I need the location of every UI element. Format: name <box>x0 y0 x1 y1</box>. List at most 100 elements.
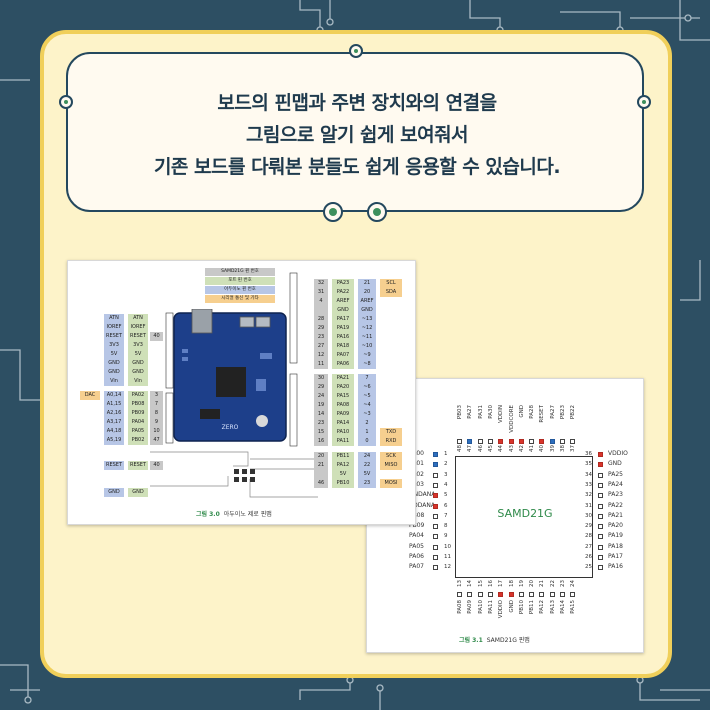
chip-pin-pad <box>598 513 603 519</box>
chip-pin-number: 29 <box>585 523 592 530</box>
chip-pin-name: PA15 <box>570 600 577 614</box>
chip-pin-pad <box>477 592 483 597</box>
chip-pin-pad <box>518 439 524 444</box>
chip-pin-number: 2 <box>444 461 448 468</box>
gnd-port-label: GND <box>128 488 148 497</box>
reset-pin-label: RESET <box>104 461 124 470</box>
chip-pin-number: 39 <box>549 445 556 452</box>
arduino-pin-label: 23 <box>358 479 376 488</box>
power-pin-label: ATN <box>128 314 148 323</box>
chip-pin-name: PA30 <box>487 405 494 419</box>
port-pin-label: PA10 <box>332 428 354 437</box>
chip-pin-pad <box>433 503 438 509</box>
port-pin-label: PA20 <box>332 383 354 392</box>
chip-pin-name: PA01 <box>409 460 424 468</box>
analog-port-label: PA02 <box>128 391 148 400</box>
chip-pin-pad <box>560 439 565 444</box>
chip-pin-number: 20 <box>529 580 536 587</box>
reset-samd-number: 40 <box>150 461 163 470</box>
port-pin-label: PA15 <box>332 392 354 401</box>
arduino-pin-label: ~11 <box>358 333 376 342</box>
analog-port-label: PB08 <box>128 400 148 409</box>
legend-item: 아두이노 핀 번호 <box>205 286 275 294</box>
port-pin-label: PA08 <box>332 401 354 410</box>
analog-pin-label: A3,17 <box>104 418 124 427</box>
chip-pin-pad <box>598 503 603 509</box>
chip-pin-pad <box>433 472 438 478</box>
port-pin-label: GND <box>332 306 354 315</box>
chip-pin-name: PB22 <box>570 405 577 420</box>
chip-pin-pad <box>539 592 545 597</box>
analog-samd-number: 10 <box>150 427 163 436</box>
chip-pin-pad <box>598 565 603 571</box>
arduino-pin-label: ~10 <box>358 342 376 351</box>
chip-pin-name: PA07 <box>409 563 424 571</box>
samd-pin-number: 30 <box>314 374 328 383</box>
power-pin-label: IOREF <box>104 323 124 332</box>
chip-pin-name: GND <box>508 600 515 613</box>
banner-dot-bottom-1 <box>323 202 343 222</box>
chip-pin-pad <box>508 439 514 444</box>
chip-pin-number: 14 <box>467 580 474 587</box>
chip-pin-name: PA14 <box>560 600 566 614</box>
chip-pin-number: 34 <box>585 471 592 478</box>
chip-pin-name: PA25 <box>608 470 623 478</box>
reset-pin-number: 40 <box>150 332 163 341</box>
chip-pin-number: 38 <box>560 445 566 452</box>
samd-pin-number: 14 <box>314 410 328 419</box>
chip-pin-number: 35 <box>585 461 592 468</box>
chip-pin-pad <box>498 439 504 444</box>
port-pin-label: PA18 <box>332 342 354 351</box>
arduino-pin-label: 2 <box>358 419 376 428</box>
chip-pin-name: PA27 <box>549 405 556 419</box>
chip-pin-name: PA27 <box>467 405 474 419</box>
reset-port-label: RESET <box>128 461 148 470</box>
chip-pin-number: 26 <box>585 554 592 560</box>
port-pin-label: 5V <box>332 470 354 479</box>
port-pin-label: PA09 <box>332 410 354 419</box>
chip-pin-name: PA08 <box>457 600 463 614</box>
port-pin-label: PA14 <box>332 419 354 428</box>
chip-pin-name: PB23 <box>560 405 566 420</box>
chip-pin-number: 7 <box>444 512 448 519</box>
arduino-pin-label: 1 <box>358 428 376 437</box>
arduino-pin-label: ~4 <box>358 401 376 410</box>
chip-pin-number: 9 <box>444 533 448 540</box>
chip-pin-number: 8 <box>444 523 448 530</box>
chip-pin-number: 32 <box>585 492 592 499</box>
chip-pin-name: PA10 <box>477 600 484 614</box>
arduino-pin-label: ~8 <box>358 360 376 369</box>
chip-pin-name: PB08 <box>409 511 425 519</box>
power-pin-label: Vin <box>104 377 124 386</box>
chip-pin-name: VDDIO <box>498 600 505 619</box>
chip-pin-pad <box>570 592 576 597</box>
chip-pin-name: PA17 <box>608 553 623 560</box>
chip-pin-pad <box>433 482 438 488</box>
chip-pin-number: 37 <box>570 445 577 452</box>
power-pin-label: ATN <box>104 314 124 323</box>
chip-pin-name: PA22 <box>608 501 623 509</box>
samd-pin-number: 12 <box>314 351 328 360</box>
chip-pin-number: 45 <box>487 445 494 452</box>
port-pin-label: PB11 <box>332 452 354 461</box>
chip-pin-name: PA03 <box>409 480 424 488</box>
port-pin-label: PA22 <box>332 288 354 297</box>
samd21g-chip: SAMD21G <box>455 456 593 578</box>
analog-port-label: PB02 <box>128 436 148 445</box>
chip-pin-number: 43 <box>508 445 515 452</box>
port-pin-label: PA21 <box>332 374 354 383</box>
arduino-board-image: ZERO <box>173 309 287 442</box>
chip-pin-number: 17 <box>498 580 505 587</box>
arduino-pin-label: 7 <box>358 374 376 383</box>
serial-label: MOSI <box>380 479 402 488</box>
analog-samd-number: 3 <box>150 391 163 400</box>
chip-pin-name: PA23 <box>608 491 623 499</box>
chip-pin-name: PA13 <box>549 600 556 614</box>
chip-pin-number: 36 <box>585 451 592 457</box>
chip-pin-pad <box>570 439 576 444</box>
analog-pin-label: A4,18 <box>104 427 124 436</box>
chip-pin-number: 5 <box>444 492 448 499</box>
chip-pin-name: PA31 <box>477 405 484 419</box>
chip-pin-pad <box>598 555 603 560</box>
